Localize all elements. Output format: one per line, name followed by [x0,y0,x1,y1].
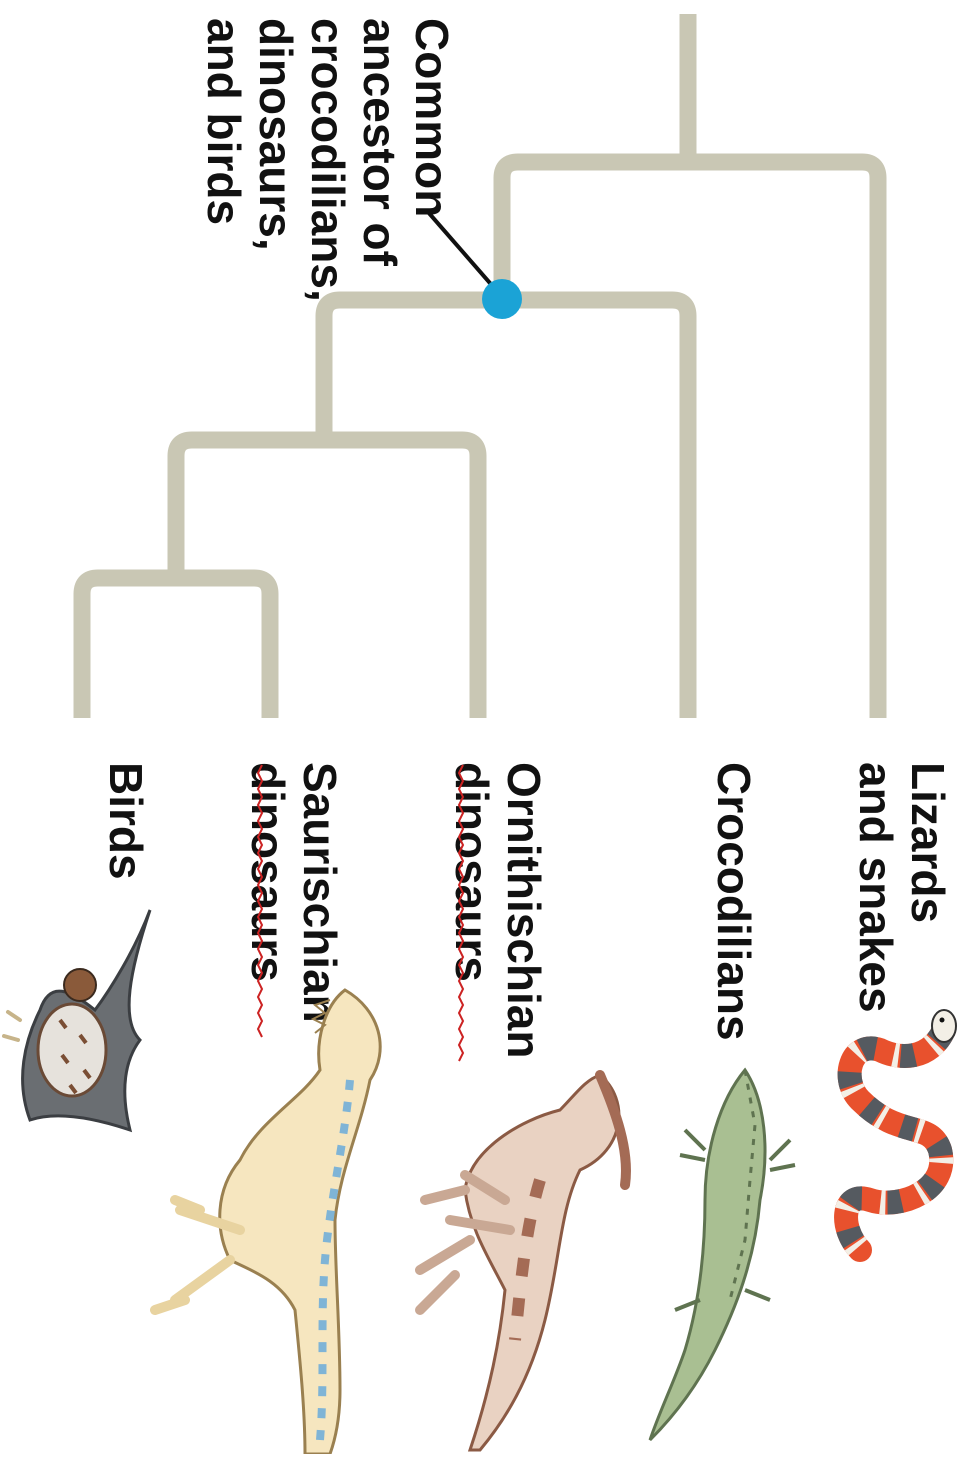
ancestor-label-line-1: Common [406,18,458,217]
taxon-label-birds-line-1: Birds [100,762,152,880]
ancestor-label-line-2: ancestor of [354,18,406,267]
taxon-label-lizards-line-1: Lizards [902,762,954,923]
taxon-label-crocodilians-line-1: Crocodilians [708,762,760,1041]
crocodile-icon [650,1070,795,1440]
common-ancestor-node [482,279,522,319]
taxon-label-birds: Birds [100,762,152,880]
parasaurolophus-icon [420,1075,626,1450]
branch-dinosaurs-vs-crocodilians [324,300,688,718]
snake-icon [846,1010,956,1250]
taxon-label-lizards: Lizards and snakes [850,762,954,1013]
taxon-label-ornithischian-line-2: dinosaurs [446,762,498,982]
taxon-label-saurischian-line-1: Saurischian [294,762,346,1023]
taxon-label-lizards-line-2: and snakes [850,762,902,1013]
taxon-label-saurischian: Saurischian dinosaurs [242,762,346,1036]
taxon-label-ornithischian-line-1: Ornithischian [498,762,550,1058]
hawk-icon [4,910,150,1130]
branch-birds-vs-saurischian [82,578,270,718]
ancestor-label-line-4: dinosaurs, [250,18,302,251]
ancestor-label-line-3: crocodilians, [302,18,354,302]
ancestor-label: Common ancestor of crocodilians, dinosau… [198,18,458,315]
tyrannosaurus-icon [155,990,380,1454]
taxon-label-saurischian-line-2: dinosaurs [242,762,294,982]
ancestor-label-line-5: and birds [198,18,250,225]
taxon-label-crocodilians: Crocodilians [708,762,760,1041]
